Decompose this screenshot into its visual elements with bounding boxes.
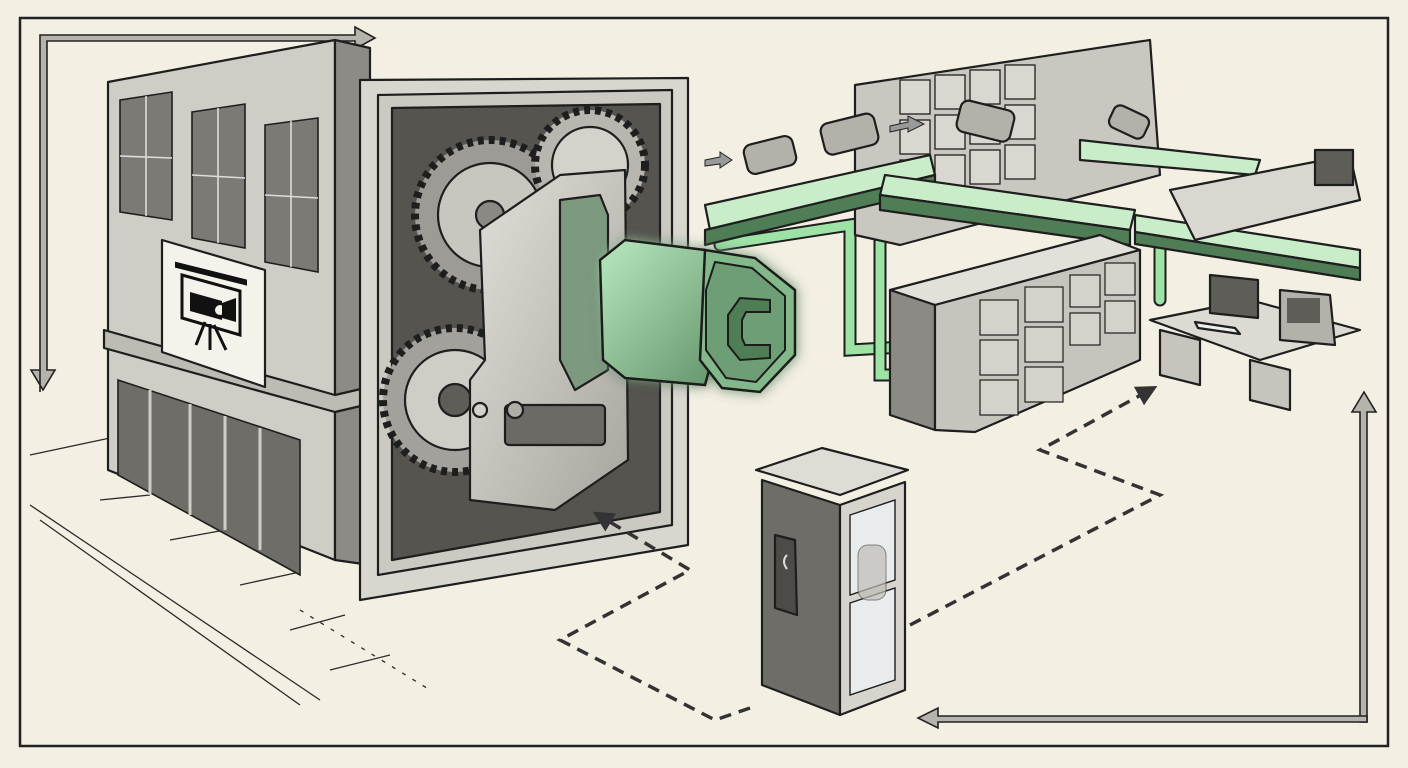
video-presentation-icon <box>175 261 247 351</box>
conveyor-belt <box>878 173 1137 247</box>
capsule-icon <box>742 134 798 176</box>
bolt-icon <box>505 400 525 420</box>
flow-arrows <box>29 25 1378 730</box>
filing-cabinet-block <box>888 233 1142 434</box>
glowing-capsule <box>598 238 797 394</box>
storefront <box>117 378 301 577</box>
arrow-up-icon <box>1350 390 1378 723</box>
keyboard-icon <box>1193 320 1242 336</box>
conveyor-belt <box>703 153 937 247</box>
dashed-path-to-desk <box>909 385 1165 627</box>
dashed-path-to-vault <box>556 511 751 722</box>
booth-window <box>849 587 896 696</box>
arrow-right-icon <box>704 151 733 169</box>
building <box>102 38 372 577</box>
phone-booth <box>754 446 910 717</box>
payphone-icon <box>773 533 799 617</box>
keyhole-slot <box>558 193 610 392</box>
monitor-icon <box>1208 273 1260 320</box>
dashed-flow-paths <box>556 385 1165 722</box>
capsule-icon <box>819 112 880 156</box>
capsule-icon <box>857 544 887 601</box>
arrow-right-icon <box>29 25 377 392</box>
arrow-left-icon <box>916 706 1368 730</box>
computer-desk <box>1148 273 1362 412</box>
capsule-icon <box>1107 104 1151 140</box>
capsule-icon <box>955 99 1016 143</box>
sidewalk <box>29 437 431 706</box>
capsules-in-transit <box>704 99 1151 176</box>
computer-terminal-icon <box>1278 288 1337 347</box>
arrow-right-icon <box>889 115 926 133</box>
monitor-icon <box>1313 148 1355 187</box>
outer-frame <box>18 16 1390 748</box>
building-windows <box>119 91 319 273</box>
mainframe-console <box>1168 148 1362 242</box>
building-sign <box>160 238 267 389</box>
vault-machine <box>358 76 690 602</box>
letter-c-icon <box>727 296 771 362</box>
screw-icon <box>471 401 489 419</box>
